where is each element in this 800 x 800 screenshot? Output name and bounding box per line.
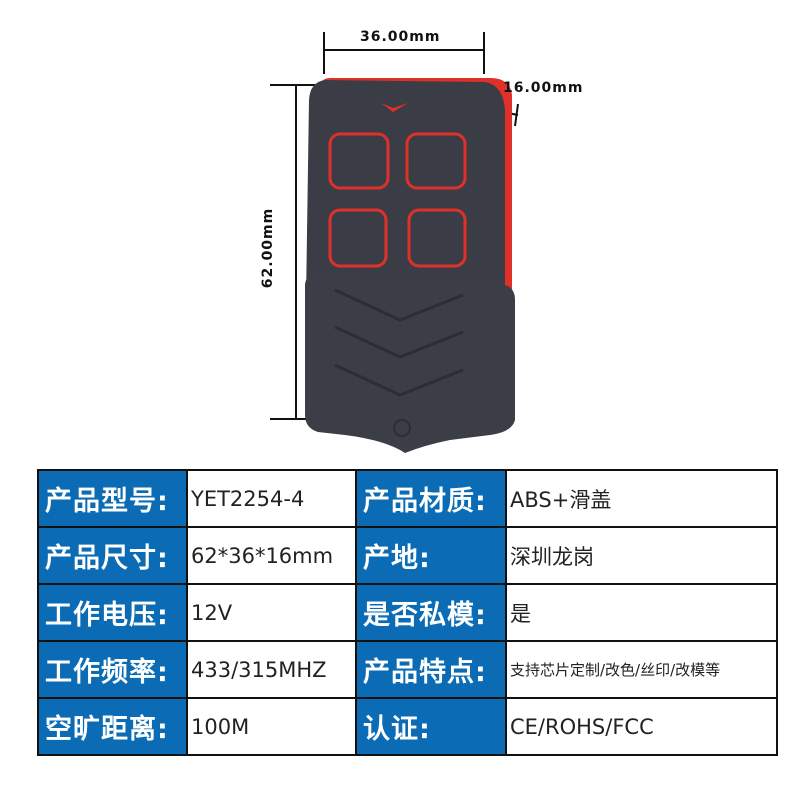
table-row: 产品型号: YET2254-4 产品材质: ABS+滑盖 <box>37 469 778 528</box>
spec-value: 深圳龙岗 <box>505 526 778 585</box>
spec-label: 产品材质: <box>355 469 507 528</box>
spec-value: CE/ROHS/FCC <box>505 697 778 756</box>
spec-value: 100M <box>186 697 357 756</box>
spec-value: YET2254-4 <box>186 469 357 528</box>
height-dimension-label: 62.00mm <box>260 207 277 289</box>
spec-label: 产地: <box>355 526 507 585</box>
spec-label: 空旷距离: <box>37 697 188 756</box>
remote-control-image <box>270 32 519 453</box>
table-row: 工作频率: 433/315MHZ 产品特点: 支持芯片定制/改色/丝印/改模等 <box>37 640 778 699</box>
spec-value: 433/315MHZ <box>186 640 357 699</box>
buttons <box>328 132 467 268</box>
spec-label: 产品型号: <box>37 469 188 528</box>
depth-dimension-label: 16.00mm <box>503 80 584 96</box>
spec-value: 62*36*16mm <box>186 526 357 585</box>
spec-label: 工作电压: <box>37 583 188 642</box>
table-row: 空旷距离: 100M 认证: CE/ROHS/FCC <box>37 697 778 756</box>
spec-label: 认证: <box>355 697 507 756</box>
width-dimension-label: 36.00mm <box>360 29 441 45</box>
spec-label: 产品尺寸: <box>37 526 188 585</box>
spec-label: 是否私模: <box>355 583 507 642</box>
spec-table: 产品型号: YET2254-4 产品材质: ABS+滑盖 产品尺寸: 62*36… <box>37 469 778 756</box>
spec-value: 12V <box>186 583 357 642</box>
spec-value: ABS+滑盖 <box>505 469 778 528</box>
table-row: 产品尺寸: 62*36*16mm 产地: 深圳龙岗 <box>37 526 778 585</box>
table-row: 工作电压: 12V 是否私模: 是 <box>37 583 778 642</box>
spec-value: 支持芯片定制/改色/丝印/改模等 <box>505 640 778 699</box>
spec-label: 工作频率: <box>37 640 188 699</box>
spec-value: 是 <box>505 583 778 642</box>
spec-label: 产品特点: <box>355 640 507 699</box>
